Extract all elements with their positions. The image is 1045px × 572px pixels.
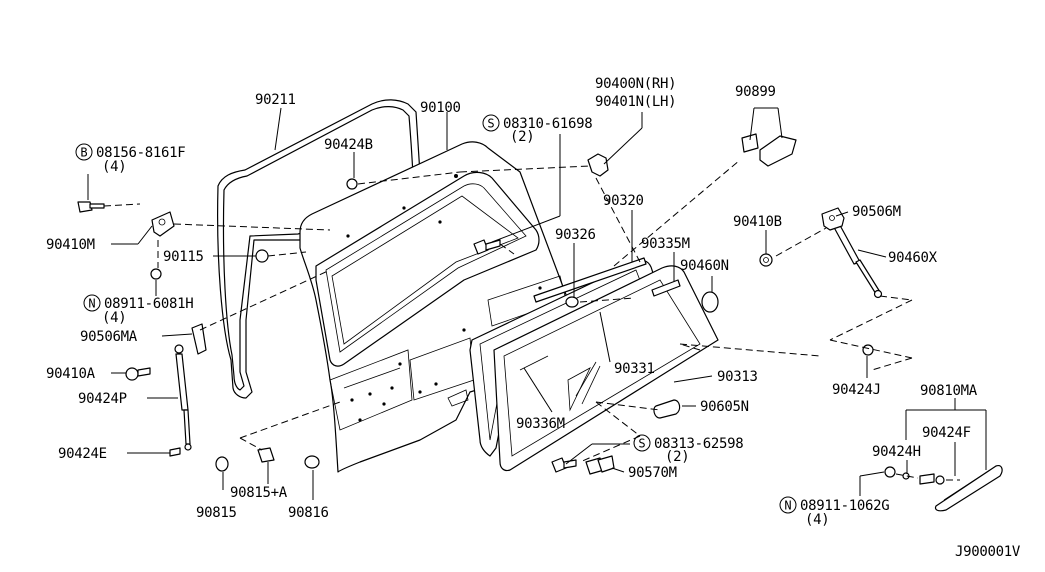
plates-90899 — [741, 133, 797, 167]
label-90410b: 90410B — [733, 214, 782, 230]
label-08310-61698: 08310-61698 — [503, 116, 592, 132]
label-90400n: 90400N(RH) — [595, 76, 676, 92]
label-08156-qty: (4) — [102, 159, 126, 175]
gas-stay-left-90424p — [174, 344, 192, 451]
label-90313: 90313 — [717, 369, 758, 385]
back-glass-90313 — [493, 265, 719, 472]
label-90460x: 90460X — [888, 250, 938, 266]
label-08313-qty: (2) — [665, 449, 689, 465]
label-90424b: 90424B — [324, 137, 373, 153]
label-90605n: 90605N — [700, 399, 749, 415]
label-90335m: 90335M — [641, 236, 690, 252]
label-90506m: 90506M — [852, 204, 901, 220]
spoiler-90810ma — [934, 465, 1003, 512]
bolt-symbol: B — [80, 146, 87, 160]
label-08911-1062g-qty: (4) — [805, 512, 829, 528]
bracket-90506ma — [191, 323, 207, 355]
label-90506ma: 90506MA — [80, 329, 138, 345]
screw-symbol-2: S — [638, 437, 645, 451]
label-08156-8161f: 08156-8161F — [96, 145, 185, 161]
label-90326: 90326 — [555, 227, 596, 243]
label-90816: 90816 — [288, 505, 329, 521]
label-90570m: 90570M — [628, 465, 677, 481]
label-90336m: 90336M — [516, 416, 565, 432]
hinge-90410m — [151, 211, 175, 237]
bolt-symbol-circle — [75, 143, 93, 161]
label-90100: 90100 — [420, 100, 461, 116]
label-08911-1062g: 08911-1062G — [800, 498, 889, 514]
label-90899: 90899 — [735, 84, 776, 100]
label-90424f: 90424F — [922, 425, 971, 441]
label-90424e: 90424E — [58, 446, 107, 462]
label-08911-6081h: 08911-6081H — [104, 296, 193, 312]
label-08310-qty: (2) — [510, 129, 534, 145]
label-08313-62598: 08313-62598 — [654, 436, 743, 452]
label-08911-6081h-qty: (4) — [102, 310, 126, 326]
back-door-panel-90100 — [299, 141, 573, 473]
part-labels: 90211 90100 90424B 08156-8161F (4) 90410… — [46, 76, 1021, 560]
screw-symbol: S — [487, 117, 494, 131]
assembly-dashed-lines — [103, 159, 960, 481]
nut-symbol: N — [88, 297, 95, 311]
leader-lines — [87, 107, 987, 500]
symbol-markers: B N S S N — [75, 114, 797, 514]
label-90410m: 90410M — [46, 237, 95, 253]
label-90424p: 90424P — [78, 391, 127, 407]
label-90815a: 90815+A — [230, 485, 288, 501]
label-90810ma: 90810MA — [920, 383, 978, 399]
label-90815: 90815 — [196, 505, 237, 521]
label-90460n: 90460N — [680, 258, 729, 274]
moulding-90335m — [533, 257, 681, 303]
label-90424h: 90424H — [872, 444, 921, 460]
label-90331: 90331 — [614, 361, 655, 377]
label-90410a: 90410A — [46, 366, 96, 382]
label-90115: 90115 — [163, 249, 204, 265]
nut-symbol-circle — [83, 294, 101, 312]
diagram-reference-code: J900001V — [955, 544, 1021, 560]
hinge-90400n — [587, 153, 609, 177]
label-90424j: 90424J — [832, 382, 881, 398]
label-90320: 90320 — [603, 193, 644, 209]
label-90211: 90211 — [255, 92, 296, 108]
nut-symbol-circle-2 — [779, 496, 797, 514]
label-90401n: 90401N(LH) — [595, 94, 676, 110]
screw-symbol-circle-2 — [633, 434, 651, 452]
nut-symbol-2: N — [784, 499, 791, 513]
small-fasteners — [77, 178, 945, 485]
screw-symbol-circle — [482, 114, 500, 132]
bracket-90506m — [821, 207, 845, 231]
